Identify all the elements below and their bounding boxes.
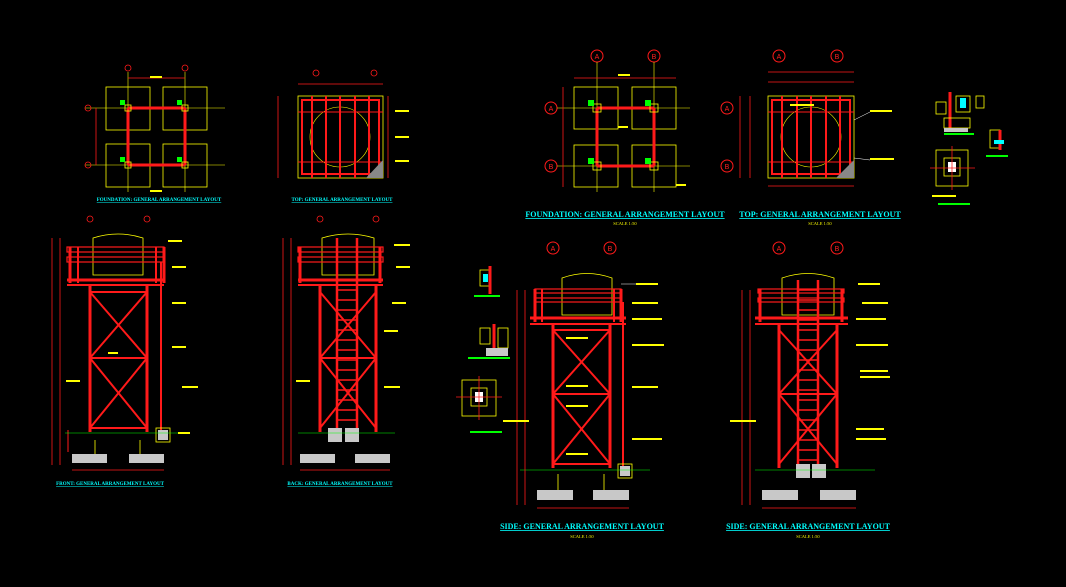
svg-text:B: B: [725, 164, 730, 171]
scale-side-right: SCALE 1:50: [796, 534, 820, 539]
foundation-plan-main: A B A B: [544, 49, 690, 192]
title-top-small: TOP: GENERAL ARRANGEMENT LAYOUT: [292, 198, 394, 203]
svg-text:A: A: [777, 246, 782, 253]
scale-side-left: SCALE 1:50: [570, 534, 594, 539]
ladder-rungs-side-right: [798, 289, 818, 461]
svg-text:A: A: [595, 54, 600, 61]
ladder-rungs-back-small: [337, 289, 357, 421]
side-elevation-left: A B: [503, 241, 664, 509]
svg-text:A: A: [777, 54, 782, 61]
title-foundation-main: FOUNDATION: GENERAL ARRANGEMENT LAYOUT: [525, 210, 725, 219]
title-back-small: BACK: GENERAL ARRANGEMENT LAYOUT: [287, 482, 393, 487]
svg-text:B: B: [608, 246, 613, 253]
svg-text:B: B: [835, 54, 840, 61]
title-side-right: SIDE: GENERAL ARRANGEMENT LAYOUT: [726, 522, 890, 531]
side-elevation-right: A B: [730, 241, 890, 509]
svg-text:B: B: [835, 246, 840, 253]
foundation-plan-small: [84, 64, 225, 192]
title-foundation-small: FOUNDATION: GENERAL ARRANGEMENT LAYOUT: [97, 198, 222, 203]
top-plan-main: A B A B: [720, 49, 894, 187]
section-details-mid-left: [456, 266, 510, 433]
title-front-small: FRONT: GENERAL ARRANGEMENT LAYOUT: [56, 482, 165, 487]
svg-text:A: A: [725, 106, 730, 113]
scale-foundation-main: SCALE 1:50: [613, 221, 637, 226]
svg-text:B: B: [652, 54, 657, 61]
svg-text:B: B: [549, 164, 554, 171]
svg-text:A: A: [551, 246, 556, 253]
svg-text:A: A: [549, 106, 554, 113]
front-elevation-small: [51, 215, 198, 471]
top-plan-small: [277, 69, 409, 179]
title-top-main: TOP: GENERAL ARRANGEMENT LAYOUT: [739, 210, 901, 219]
section-details-top-right: [930, 92, 1008, 205]
scale-top-main: SCALE 1:50: [808, 221, 832, 226]
title-side-left: SIDE: GENERAL ARRANGEMENT LAYOUT: [500, 522, 664, 531]
back-elevation-small: [282, 215, 410, 471]
